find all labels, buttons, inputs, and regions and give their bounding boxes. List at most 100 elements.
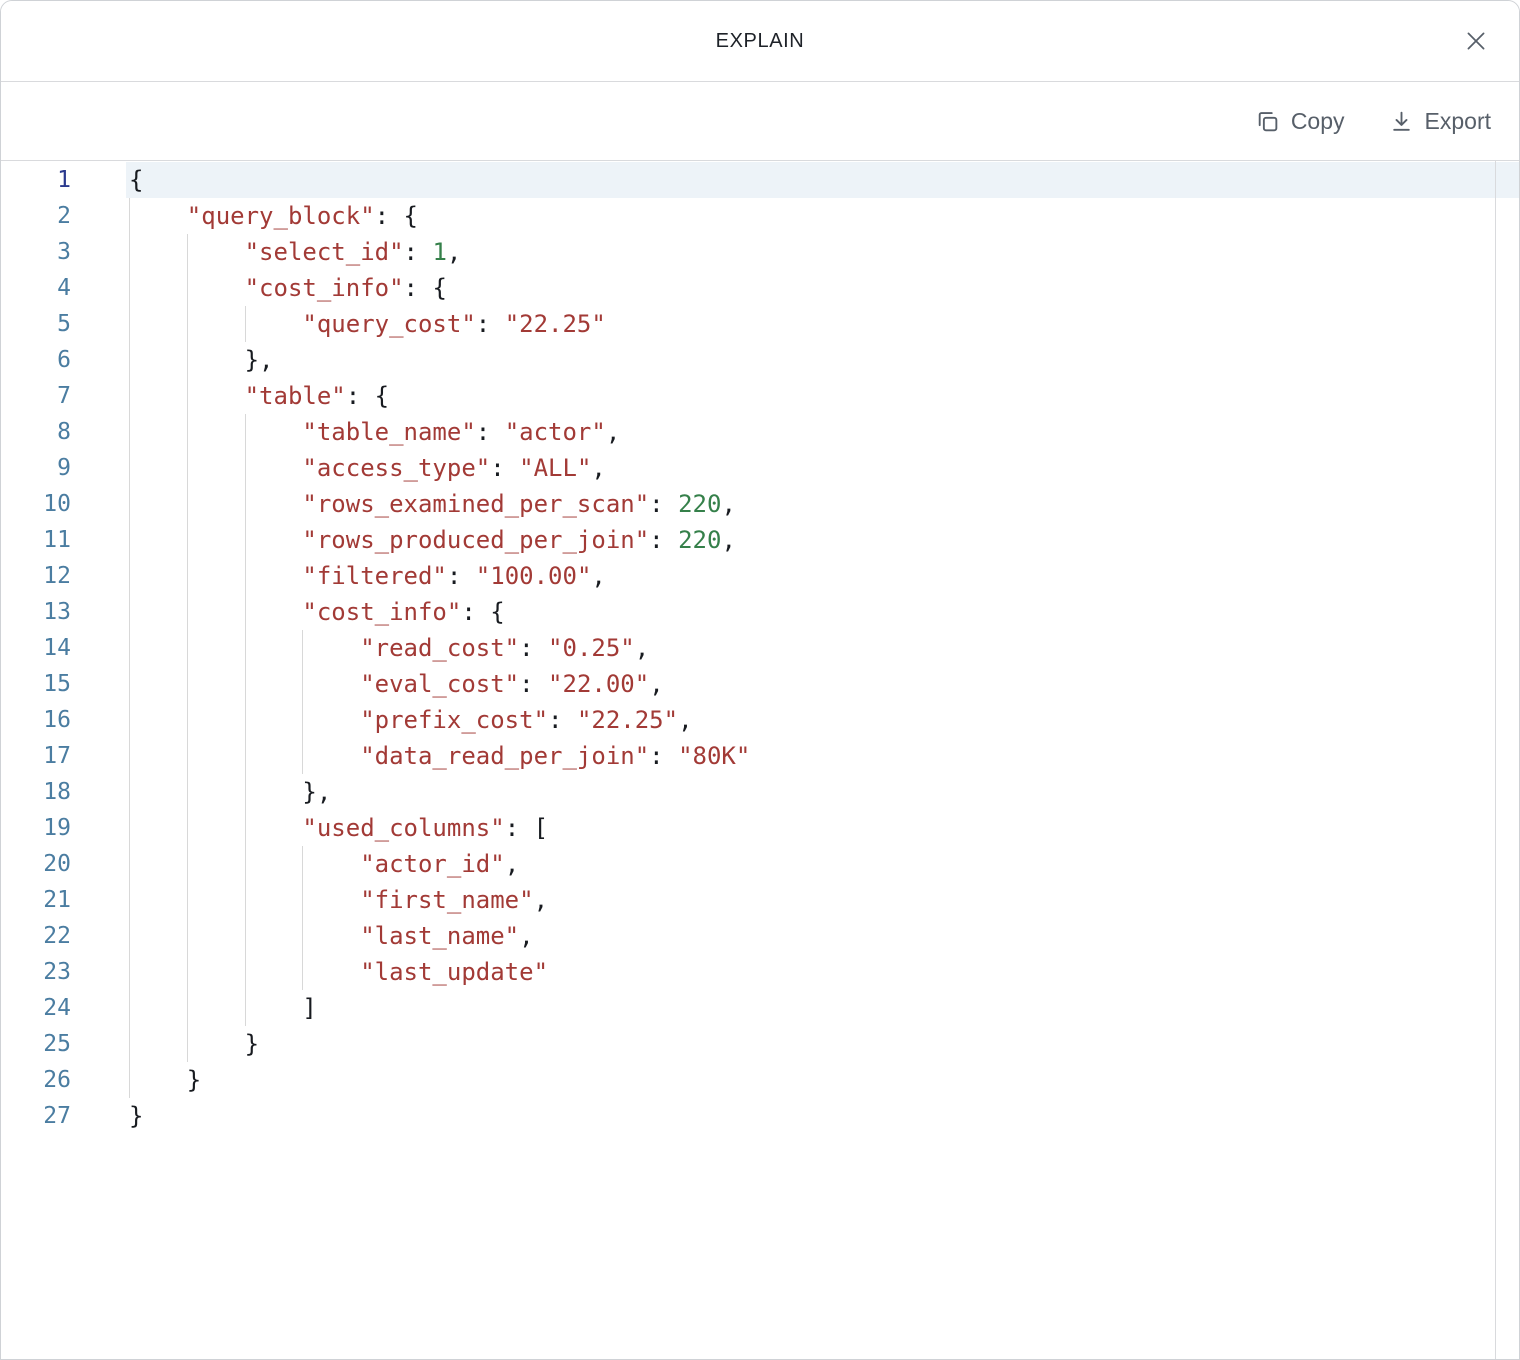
code-line-content: "table": { <box>126 378 1519 414</box>
copy-icon <box>1258 111 1278 131</box>
indent-guide <box>129 342 130 378</box>
code-line[interactable]: 27} <box>1 1098 1519 1134</box>
code-line[interactable]: 24 ] <box>1 990 1519 1026</box>
token-punc: : <box>446 562 476 590</box>
copy-button[interactable]: Copy <box>1255 108 1345 135</box>
indent-guide <box>186 342 188 378</box>
indent-guide <box>244 630 246 666</box>
indent-guide <box>302 954 304 990</box>
line-number: 6 <box>57 347 71 373</box>
code-line[interactable]: 13 "cost_info": { <box>1 594 1519 630</box>
indent-guide <box>129 918 130 954</box>
code-line[interactable]: 16 "prefix_cost": "22.25", <box>1 702 1519 738</box>
code-line[interactable]: 10 "rows_examined_per_scan": 220, <box>1 486 1519 522</box>
token-str: "22.25" <box>504 310 606 338</box>
token-num: 220 <box>678 490 722 518</box>
token-num: 1 <box>432 238 447 266</box>
line-number: 21 <box>43 887 71 913</box>
code-line[interactable]: 19 "used_columns": [ <box>1 810 1519 846</box>
indent-guide <box>186 702 188 738</box>
indent-guide <box>129 558 130 594</box>
code-line[interactable]: 9 "access_type": "ALL", <box>1 450 1519 486</box>
indent-guide <box>186 270 188 306</box>
indent-guide <box>186 594 188 630</box>
code-line[interactable]: 4 "cost_info": { <box>1 270 1519 306</box>
line-number: 27 <box>43 1103 71 1129</box>
export-button[interactable]: Export <box>1389 108 1491 135</box>
token-str: "80K" <box>678 742 751 770</box>
indent-guide <box>129 1062 130 1098</box>
code-tokens: "query_block": { <box>126 198 418 234</box>
line-number: 4 <box>57 275 71 301</box>
line-number: 11 <box>43 527 71 553</box>
code-line[interactable]: 3 "select_id": 1, <box>1 234 1519 270</box>
indent-guide <box>244 450 246 486</box>
indent-guide <box>302 918 304 954</box>
token-str: "last_update" <box>360 958 549 986</box>
code-line[interactable]: 15 "eval_cost": "22.00", <box>1 666 1519 702</box>
line-number: 15 <box>43 671 71 697</box>
indent-guide <box>129 702 130 738</box>
code-tokens: "cost_info": { <box>126 594 504 630</box>
code-line[interactable]: 7 "table": { <box>1 378 1519 414</box>
indent-guide <box>129 846 130 882</box>
token-punc: : <box>548 706 577 734</box>
code-line[interactable]: 22 "last_name", <box>1 918 1519 954</box>
code-tokens: "prefix_cost": "22.25", <box>126 702 692 738</box>
line-number: 20 <box>43 851 71 877</box>
dialog-title: EXPLAIN <box>715 29 805 52</box>
indent-guide <box>244 774 246 810</box>
indent-guide <box>186 810 188 846</box>
token-punc: : <box>475 310 505 338</box>
indent-guide <box>129 594 130 630</box>
code-line[interactable]: 5 "query_cost": "22.25" <box>1 306 1519 342</box>
code-line[interactable]: 11 "rows_produced_per_join": 220, <box>1 522 1519 558</box>
code-line[interactable]: 8 "table_name": "actor", <box>1 414 1519 450</box>
code-tokens: "rows_examined_per_scan": 220, <box>126 486 736 522</box>
code-line-content: }, <box>126 342 1519 378</box>
code-line-content: "eval_cost": "22.00", <box>126 666 1519 702</box>
code-line-content: "last_name", <box>126 918 1519 954</box>
code-editor[interactable]: 1{2 "query_block": {3 "select_id": 1,4 "… <box>1 161 1519 1359</box>
code-line[interactable]: 1{ <box>1 162 1519 198</box>
scrollbar-track[interactable] <box>1495 161 1519 1359</box>
code-tokens: "table": { <box>126 378 390 414</box>
code-line[interactable]: 14 "read_cost": "0.25", <box>1 630 1519 666</box>
code-line[interactable]: 21 "first_name", <box>1 882 1519 918</box>
code-line-content: "cost_info": { <box>126 270 1519 306</box>
code-line[interactable]: 26 } <box>1 1062 1519 1098</box>
token-punc: , <box>605 418 621 446</box>
token-punc: : <box>403 238 433 266</box>
line-number: 1 <box>57 167 71 193</box>
token-punc: : <box>649 526 679 554</box>
token-punc: ] <box>302 994 317 1022</box>
code-line-content: "query_cost": "22.25" <box>126 306 1519 342</box>
token-punc: , <box>721 490 736 518</box>
token-punc: : { <box>374 202 418 230</box>
line-number: 24 <box>43 995 71 1021</box>
code-line[interactable]: 18 }, <box>1 774 1519 810</box>
indent-guide <box>244 810 246 846</box>
code-line[interactable]: 20 "actor_id", <box>1 846 1519 882</box>
code-line[interactable]: 12 "filtered": "100.00", <box>1 558 1519 594</box>
token-key: "query_cost" <box>302 310 476 338</box>
indent-guide <box>186 306 188 342</box>
indent-guide <box>302 702 304 738</box>
code-line[interactable]: 25 } <box>1 1026 1519 1062</box>
indent-guide <box>129 774 130 810</box>
token-str: "22.00" <box>548 670 650 698</box>
close-button[interactable] <box>1459 24 1493 58</box>
code-tokens: } <box>126 1026 259 1062</box>
code-line[interactable]: 2 "query_block": { <box>1 198 1519 234</box>
line-number: 7 <box>57 383 71 409</box>
line-number: 3 <box>57 239 71 265</box>
code-line[interactable]: 23 "last_update" <box>1 954 1519 990</box>
line-number: 14 <box>43 635 71 661</box>
indent-guide <box>129 522 130 558</box>
code-line[interactable]: 6 }, <box>1 342 1519 378</box>
code-line[interactable]: 17 "data_read_per_join": "80K" <box>1 738 1519 774</box>
indent-guide <box>186 450 188 486</box>
code-line-content: "query_block": { <box>126 198 1519 234</box>
code-tokens: "actor_id", <box>126 846 519 882</box>
indent-guide <box>244 882 246 918</box>
